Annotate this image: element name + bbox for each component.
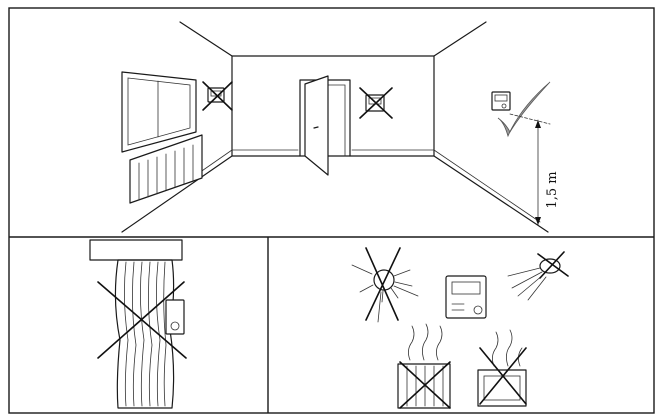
door-icon bbox=[299, 75, 351, 176]
ceiling-edge-right bbox=[433, 21, 487, 57]
back-wall bbox=[231, 55, 435, 157]
floor-edge-right bbox=[433, 155, 549, 233]
thermostat-correct bbox=[491, 81, 551, 138]
thermostat-wrong-door bbox=[359, 87, 393, 119]
cross-icon bbox=[202, 81, 233, 111]
height-dimension bbox=[509, 113, 551, 226]
room-panel: 1,5 m bbox=[121, 21, 560, 233]
cross-icon bbox=[365, 247, 401, 321]
cross-icon bbox=[479, 347, 527, 405]
diagram-frame bbox=[8, 7, 655, 414]
baseboard-right bbox=[433, 149, 541, 223]
thermostat-icon bbox=[445, 275, 487, 319]
thermostat-wrong-window bbox=[202, 81, 233, 111]
thermostat-icon bbox=[165, 299, 185, 335]
ceiling-edge-left bbox=[179, 21, 233, 57]
thermostat-center bbox=[445, 275, 487, 319]
thermostat-behind-curtain bbox=[165, 299, 185, 335]
heater-icon bbox=[397, 323, 451, 409]
cross-icon bbox=[359, 87, 393, 119]
sun-icon bbox=[351, 247, 419, 323]
cross-icon bbox=[537, 251, 569, 279]
floor-edge-left bbox=[121, 155, 233, 233]
height-label: 1,5 m bbox=[545, 171, 560, 208]
cross-icon bbox=[399, 361, 451, 409]
lamp-icon bbox=[507, 251, 569, 301]
cross-icon bbox=[97, 281, 187, 359]
radiator-icon bbox=[129, 134, 203, 204]
window-icon bbox=[121, 71, 197, 153]
heater-icon bbox=[477, 329, 527, 407]
curtain-rail bbox=[89, 239, 183, 261]
heat-sources-panel bbox=[351, 247, 569, 409]
curtain-panel bbox=[89, 239, 187, 409]
checkmark-icon bbox=[497, 81, 551, 138]
